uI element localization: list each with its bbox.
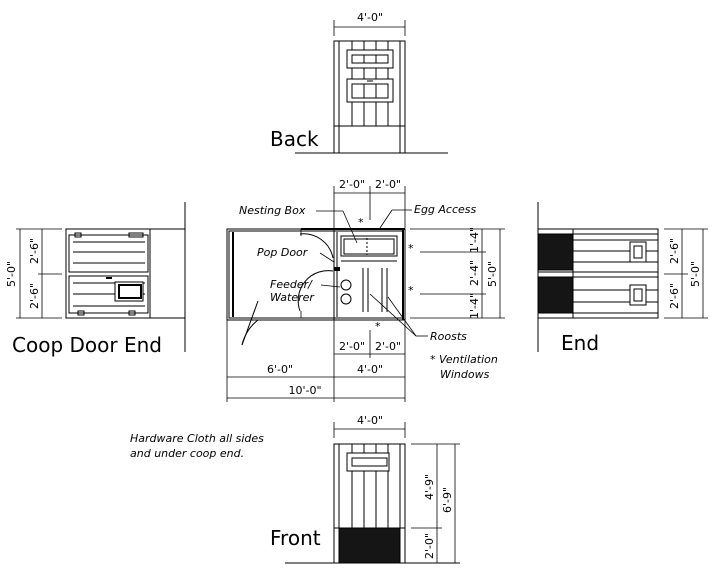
front-width-dim: 4'-0" xyxy=(357,414,383,427)
plan-bottom-dim-2: 2'-0" xyxy=(375,340,401,353)
plan-right-dim-3: 1'-4" xyxy=(468,293,481,319)
ventilation-label-2: Windows xyxy=(440,368,490,381)
plan-view: 2'-0" 2'-0" 2'-0" 2'-0" 6'-0" 4'-0" 10'-… xyxy=(226,178,505,402)
back-title: Back xyxy=(270,127,319,151)
end-total-dim: 5'-0" xyxy=(689,261,702,287)
ventilation-label: * Ventilation xyxy=(430,353,498,366)
egg-access-label: Egg Access xyxy=(414,203,477,216)
end-title: End xyxy=(561,331,599,355)
vent-asterisk: * xyxy=(408,242,414,255)
back-view: 4'-0" Back xyxy=(270,11,448,154)
plan-run-dim-2: 4'-0" xyxy=(357,363,383,376)
front-total-dim: 6'-9" xyxy=(441,487,454,513)
plan-right-dim-1: 1'-4" xyxy=(468,227,481,253)
plan-bottom-dim-1: 2'-0" xyxy=(339,340,365,353)
plan-right-dim-2: 2'-4" xyxy=(468,260,481,286)
roosts-label: Roosts xyxy=(430,330,467,343)
plan-top-dim-2: 2'-0" xyxy=(375,178,401,191)
front-lower-dim: 2'-0" xyxy=(423,533,436,559)
front-upper-dim: 4'-9" xyxy=(423,474,436,500)
feeder-label: Feeder/ xyxy=(270,278,313,291)
plan-overall-dim: 10'-0" xyxy=(288,384,321,397)
plan-top-dim-1: 2'-0" xyxy=(339,178,365,191)
coop-end-lower-dim: 2'-6" xyxy=(28,283,41,309)
end-upper-dim: 2'-6" xyxy=(668,238,681,264)
plan-run-dim-1: 6'-0" xyxy=(267,363,293,376)
front-view: 4'-0" 4'-9" 2'-0" 6'-9" Front xyxy=(270,414,460,564)
nesting-box-label: Nesting Box xyxy=(239,204,306,217)
note-line-2: and under coop end. xyxy=(130,447,244,460)
coop-door-end-view: 5'-0" 2'-6" 2'-6" Coop Door End xyxy=(5,202,186,357)
end-view: 2'-6" 2'-6" 5'-0" End xyxy=(537,202,708,355)
back-width-dim: 4'-0" xyxy=(357,11,383,24)
coop-end-upper-dim: 2'-6" xyxy=(28,238,41,264)
plan-right-total: 5'-0" xyxy=(486,261,499,287)
vent-asterisk: * xyxy=(375,320,381,333)
note-line-1: Hardware Cloth all sides xyxy=(130,432,264,445)
vent-asterisk: * xyxy=(358,216,364,229)
pop-door-label: Pop Door xyxy=(257,246,309,259)
front-title: Front xyxy=(270,526,321,550)
waterer-label: Waterer xyxy=(270,291,315,304)
vent-asterisk: * xyxy=(408,284,414,297)
coop-end-total-dim: 5'-0" xyxy=(5,261,18,287)
coop-door-end-title: Coop Door End xyxy=(12,333,162,357)
end-lower-dim: 2'-6" xyxy=(668,283,681,309)
